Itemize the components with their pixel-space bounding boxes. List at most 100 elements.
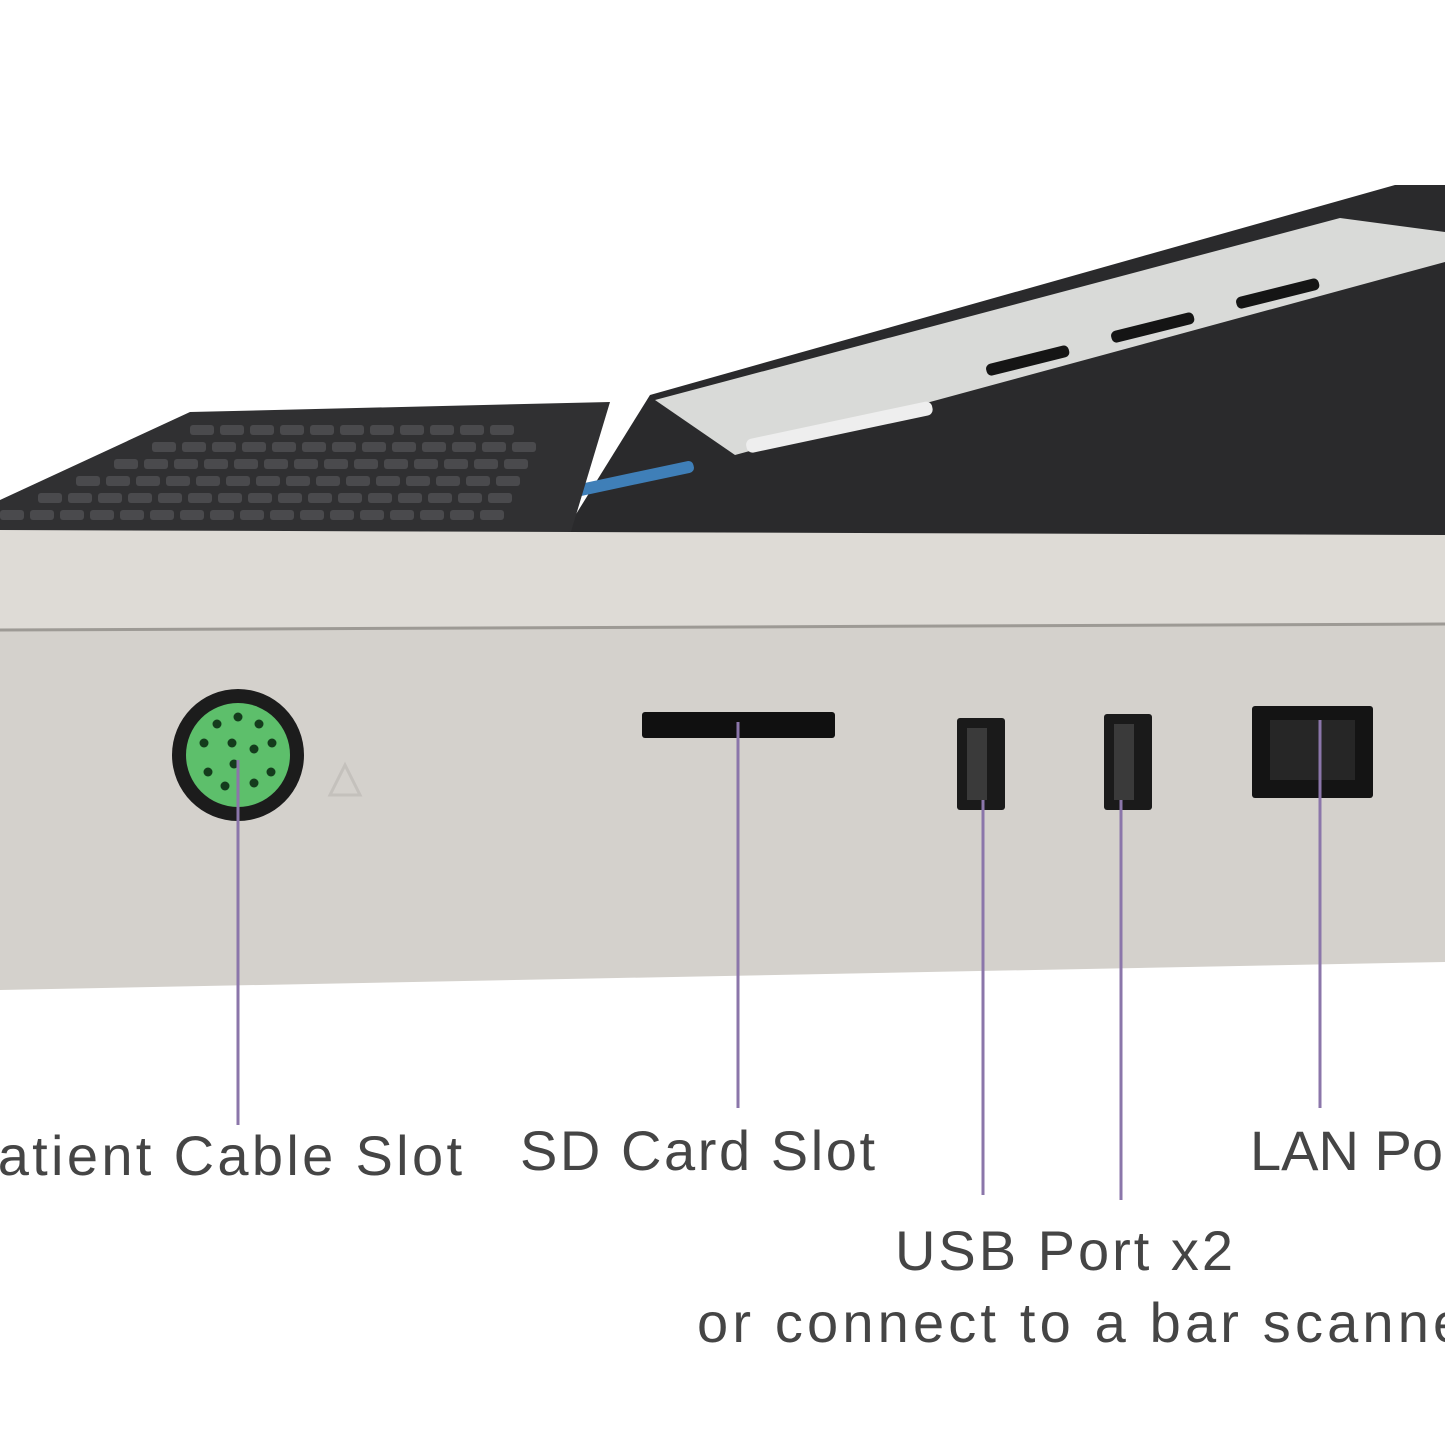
key (460, 425, 484, 435)
key (488, 493, 512, 503)
key (278, 493, 302, 503)
key (490, 425, 514, 435)
screen-button (1111, 312, 1195, 343)
key (144, 459, 168, 469)
screen-button (1236, 278, 1320, 309)
key (504, 459, 528, 469)
keyboard (0, 402, 610, 540)
key (136, 476, 160, 486)
key (368, 493, 392, 503)
connector-face (186, 703, 290, 807)
key (430, 425, 454, 435)
key (30, 510, 54, 520)
key (218, 493, 242, 503)
label-usb-note: or connect to a bar scanner (697, 1291, 1445, 1354)
pin (220, 781, 230, 791)
key (120, 510, 144, 520)
key (0, 510, 24, 520)
key (362, 442, 386, 452)
key (210, 510, 234, 520)
key (444, 459, 468, 469)
key (190, 425, 214, 435)
key (512, 442, 536, 452)
key (212, 442, 236, 452)
key (90, 510, 114, 520)
key (436, 476, 460, 486)
key (204, 459, 228, 469)
key (174, 459, 198, 469)
key (150, 510, 174, 520)
key (240, 510, 264, 520)
key (316, 476, 340, 486)
key (286, 476, 310, 486)
key (496, 476, 520, 486)
key (450, 510, 474, 520)
panel-seam (0, 622, 1445, 632)
key (360, 510, 384, 520)
key (458, 493, 482, 503)
key (242, 442, 266, 452)
key (338, 493, 362, 503)
key (300, 510, 324, 520)
key (106, 476, 130, 486)
key (420, 510, 444, 520)
key (220, 425, 244, 435)
pin (267, 738, 277, 748)
label-sd-card-slot: SD Card Slot (520, 1119, 875, 1182)
key (466, 476, 490, 486)
key (226, 476, 250, 486)
key (264, 459, 288, 469)
key (188, 493, 212, 503)
key (354, 459, 378, 469)
keyboard-keys (0, 425, 536, 520)
key (474, 459, 498, 469)
key (294, 459, 318, 469)
key (152, 442, 176, 452)
key (128, 493, 152, 503)
key (38, 493, 62, 503)
key (452, 442, 476, 452)
key (76, 476, 100, 486)
key (60, 510, 84, 520)
key (398, 493, 422, 503)
key (180, 510, 204, 520)
key (98, 493, 122, 503)
pin (229, 759, 239, 769)
key (370, 425, 394, 435)
key (428, 493, 452, 503)
key (384, 459, 408, 469)
key (114, 459, 138, 469)
usb-tongue (967, 728, 987, 800)
key (308, 493, 332, 503)
key (280, 425, 304, 435)
pin (233, 712, 243, 722)
screen-button (746, 401, 933, 453)
key (310, 425, 334, 435)
key (422, 442, 446, 452)
key (182, 442, 206, 452)
key (390, 510, 414, 520)
key (376, 476, 400, 486)
label-patient-cable-slot: Patient Cable Slot (0, 1124, 462, 1187)
key (302, 442, 326, 452)
key (158, 493, 182, 503)
pin (249, 744, 259, 754)
key (332, 442, 356, 452)
key (346, 476, 370, 486)
key (166, 476, 190, 486)
pin (254, 719, 264, 729)
blue-button (575, 460, 694, 496)
key (196, 476, 220, 486)
key (340, 425, 364, 435)
pin (266, 767, 276, 777)
pin (199, 738, 209, 748)
pin (203, 767, 213, 777)
key (324, 459, 348, 469)
pin (212, 719, 222, 729)
key (406, 476, 430, 486)
screen-button (986, 345, 1070, 376)
display-screen (655, 218, 1445, 455)
key (68, 493, 92, 503)
key (234, 459, 258, 469)
